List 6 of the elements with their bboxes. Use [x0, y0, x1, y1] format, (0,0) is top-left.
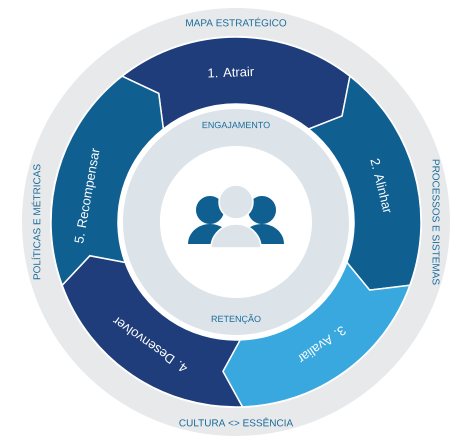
- ring-label: MAPA ESTRATÉGICO: [186, 18, 286, 26]
- ring-label: CULTURA <> ESSÊNCIA: [179, 418, 294, 426]
- ring-label: POLÍTICAS E MÉTRICAS: [32, 164, 40, 280]
- ring-label: PROCESSOS E SISTEMAS: [432, 160, 440, 285]
- ring-label: ENGAJAMENTO: [202, 122, 270, 128]
- arrow-segment: 2. Alinhar: [308, 75, 422, 291]
